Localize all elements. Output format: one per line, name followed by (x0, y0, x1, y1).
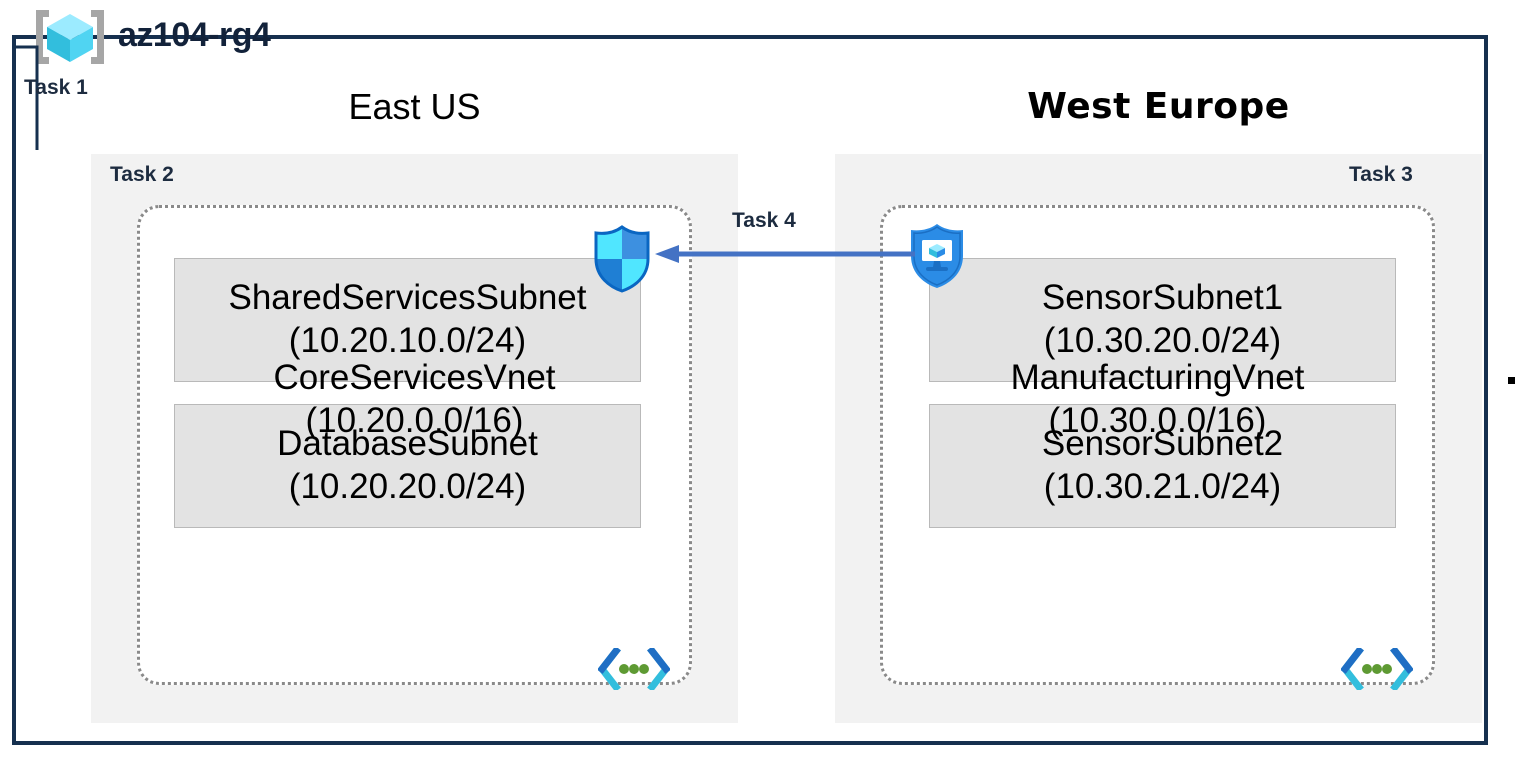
virtual-network-icon (597, 646, 671, 692)
resource-group-title: az104-rg4 (118, 16, 271, 54)
subnet-name: DatabaseSubnet (277, 424, 538, 464)
subnet-database: DatabaseSubnet (10.20.20.0/24) (174, 404, 641, 528)
task-label-3: Task 3 (1349, 163, 1413, 186)
resource-group-frame (12, 35, 1488, 745)
frame-title-notch (30, 63, 350, 85)
region-title-west-europe: West Europe (1027, 86, 1290, 127)
subnet-sensor-1: SensorSubnet1 (10.30.20.0/24) (929, 258, 1396, 382)
shield-icon (592, 225, 652, 293)
subnet-cidr: (10.20.10.0/24) (288, 321, 527, 360)
shield-monitor-icon (907, 222, 967, 290)
subnet-sensor-2: SensorSubnet2 (10.30.21.0/24) (929, 404, 1396, 528)
subnet-name: SensorSubnet1 (1041, 278, 1284, 318)
subnet-name: SensorSubnet2 (1041, 424, 1284, 464)
vnet-cidr: (10.30.0.0/16) (1048, 401, 1267, 441)
vnet-name: CoreServicesVnet (273, 358, 556, 397)
vnet-manufacturing-label: ManufacturingVnet (10.30.0.0/16) (880, 356, 1435, 442)
virtual-network-icon (1340, 646, 1414, 692)
subnet-shared-services: SharedServicesSubnet (10.20.10.0/24) (174, 258, 641, 382)
subnet-cidr: (10.30.21.0/24) (1043, 467, 1282, 506)
vnet-peering-arrow (655, 243, 915, 265)
subnet-name: SharedServicesSubnet (228, 278, 587, 318)
stray-mark (1508, 377, 1515, 384)
vnet-name: ManufacturingVnet (1010, 358, 1305, 397)
subnet-cidr: (10.30.20.0/24) (1043, 321, 1282, 360)
task-label-1: Task 1 (24, 76, 88, 99)
task-label-4: Task 4 (732, 209, 796, 232)
resource-group-cube-icon (27, 8, 113, 66)
vnet-cidr: (10.20.0.0/16) (305, 401, 524, 441)
vnet-core-services-label: CoreServicesVnet (10.20.0.0/16) (137, 356, 692, 442)
subnet-cidr: (10.20.20.0/24) (288, 467, 527, 506)
task-label-2: Task 2 (110, 163, 174, 186)
region-title-east-us: East US (348, 86, 481, 127)
